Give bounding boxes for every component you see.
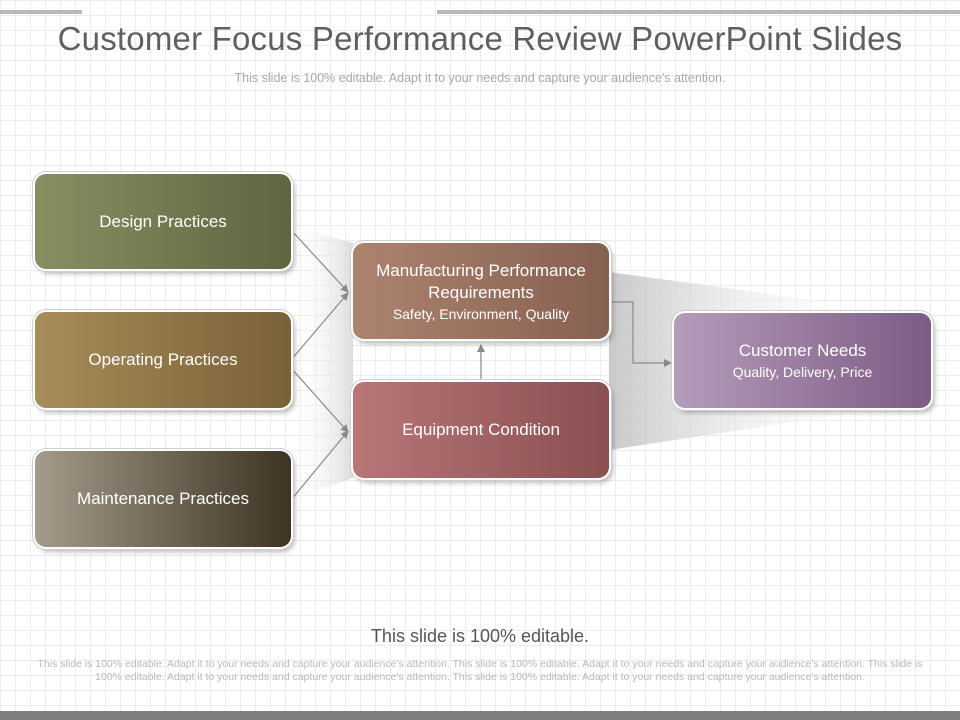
slide-title[interactable]: Customer Focus Performance Review PowerP…: [57, 20, 903, 57]
manufacturing-requirements-box[interactable]: Manufacturing Performance Requirements S…: [353, 243, 609, 339]
arrow-maintenance-to-equipment: [290, 430, 349, 501]
customer-needs-sublabel: Quality, Delivery, Price: [732, 364, 873, 380]
footer-headline[interactable]: This slide is 100% editable.: [370, 626, 590, 646]
bottom-accent-bar: [0, 711, 960, 720]
customer-needs-box[interactable]: Customer Needs Quality, Delivery, Price: [674, 313, 931, 408]
maintenance-practices-box[interactable]: Maintenance Practices: [35, 451, 291, 547]
arrow-operating-to-equipment: [290, 367, 349, 433]
left-funnel-wedge: [291, 226, 353, 500]
top-accent-bar-left: [0, 10, 82, 14]
operating-practices-label: Operating Practices: [88, 350, 238, 369]
design-practices-box[interactable]: Design Practices: [35, 174, 291, 269]
arrow-manufacturing-to-customer: [610, 301, 672, 367]
customer-needs-label: Customer Needs: [738, 341, 867, 360]
arrow-design-to-manufacturing: [290, 229, 349, 293]
footer-body-text[interactable]: This slide is 100% editable. Adapt it to…: [37, 658, 923, 683]
slide-subtitle[interactable]: This slide is 100% editable. Adapt it to…: [234, 71, 726, 85]
manufacturing-requirements-sublabel: Safety, Environment, Quality: [392, 305, 570, 322]
equipment-condition-box[interactable]: Equipment Condition: [353, 382, 609, 478]
equipment-condition-label: Equipment Condition: [402, 420, 560, 439]
operating-practices-box[interactable]: Operating Practices: [35, 312, 291, 408]
top-accent-bar-right: [437, 10, 960, 14]
manufacturing-requirements-label: Manufacturing Performance Requirements: [376, 260, 586, 302]
maintenance-practices-label: Maintenance Practices: [77, 489, 249, 508]
arrow-operating-to-manufacturing: [290, 292, 349, 361]
design-practices-label: Design Practices: [99, 211, 227, 231]
